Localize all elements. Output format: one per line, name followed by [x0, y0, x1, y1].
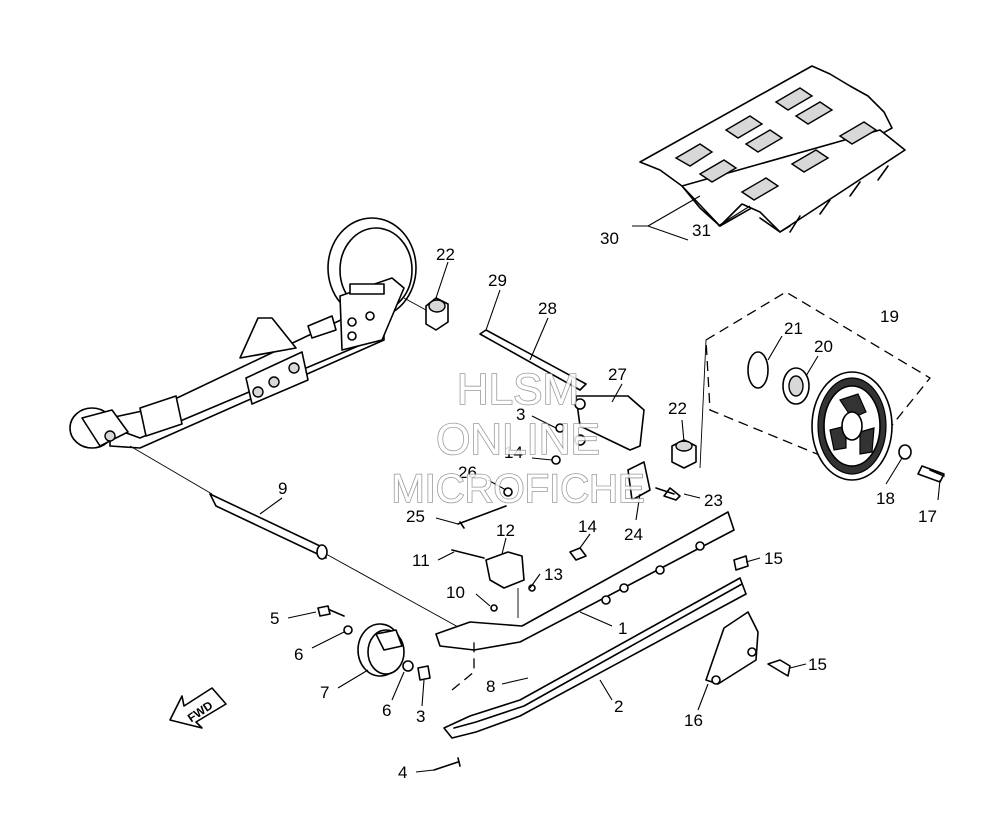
callout-26: 26: [458, 463, 477, 482]
callout-21: 21: [784, 319, 803, 338]
callout-3-lower: 3: [416, 707, 425, 726]
watermark: HLSM ONLINE MICROFICHE: [391, 364, 646, 512]
watermark-line-2: ONLINE: [436, 415, 600, 464]
callout-23: 23: [704, 491, 723, 510]
callout-31: 31: [692, 221, 711, 240]
callout-28: 28: [538, 299, 557, 318]
watermark-line-1: HLSM: [457, 365, 579, 414]
callout-29: 29: [488, 271, 507, 290]
callout-15-lower: 15: [808, 655, 827, 674]
center-parts: [129, 297, 697, 639]
track-leaders: [632, 195, 751, 241]
callout-7: 7: [320, 683, 329, 702]
callout-10: 10: [446, 583, 465, 602]
callout-12: 12: [496, 521, 515, 540]
callout-labels: 30 31 22 29 28 19 21 20 27 3 22 14 26 9 …: [270, 221, 937, 782]
callout-16: 16: [684, 711, 703, 730]
callout-24: 24: [624, 525, 643, 544]
callout-22-upper: 22: [436, 245, 455, 264]
callout-9: 9: [278, 479, 287, 498]
callout-19: 19: [880, 307, 899, 326]
idler-wheel-group: [699, 291, 945, 483]
callout-27: 27: [608, 365, 627, 384]
callout-14-upper: 14: [504, 443, 523, 462]
callout-3-upper: 3: [516, 405, 525, 424]
callout-13: 13: [544, 565, 563, 584]
upper-slide-rail: [69, 217, 417, 449]
callout-4: 4: [398, 763, 407, 782]
callout-5: 5: [270, 609, 279, 628]
watermark-line-3: MICROFICHE: [391, 467, 644, 511]
callout-30: 30: [600, 229, 619, 248]
callout-17: 17: [918, 507, 937, 526]
callout-6-right: 6: [382, 701, 391, 720]
fwd-arrow: FWD: [169, 687, 227, 729]
track-assembly: [639, 65, 906, 233]
callout-11: 11: [412, 551, 430, 570]
callout-1: 1: [618, 619, 627, 638]
callout-8: 8: [486, 677, 495, 696]
callout-22-lower: 22: [668, 399, 687, 418]
leader-lines: [259, 261, 941, 773]
callout-14-lower: 14: [578, 517, 597, 536]
callout-6-left: 6: [294, 645, 303, 664]
lower-slide-rails: [435, 511, 791, 739]
callout-15-upper: 15: [764, 549, 783, 568]
callout-20: 20: [814, 337, 833, 356]
front-wheel-and-fasteners: [317, 605, 461, 771]
callout-2: 2: [614, 697, 623, 716]
callout-25: 25: [406, 507, 425, 526]
callout-18: 18: [876, 489, 895, 508]
